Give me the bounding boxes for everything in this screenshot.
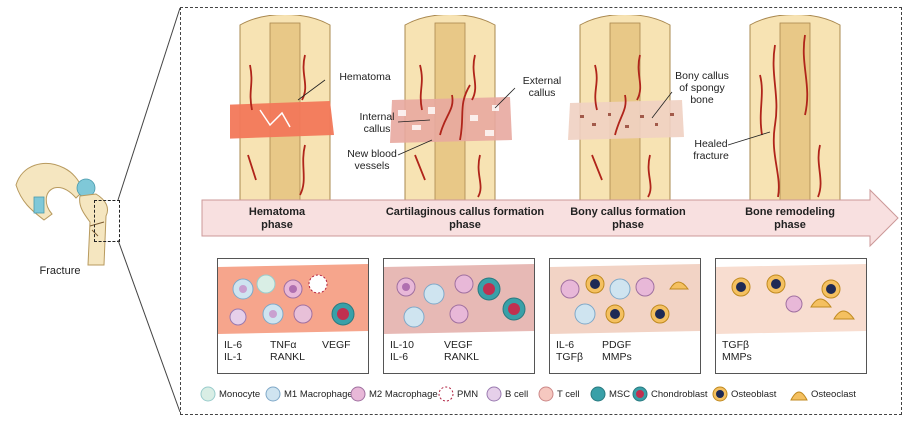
osteoclast-icon [790,391,808,401]
m1-macrophage-icon [265,386,281,402]
monocyte-icon [200,386,216,402]
new-blood-vessels-label: New blood vessels [347,148,397,172]
cytokine-il10: IL-10 [390,339,414,351]
hematoma-label: Hematoma [339,71,391,83]
cytokine-tgfb: TGFβ [722,339,750,351]
cytokine-il6: IL-6 [224,339,243,351]
cytokine-mmps: MMPs [602,351,632,363]
osteoblast-icon [712,386,728,402]
internal-callus-label: Internal callus [359,111,395,135]
bone-stages [230,15,841,200]
healed-fracture-label: Healed fracture [693,138,729,162]
cytokine-il6: IL-6 [390,351,409,363]
legend-b-cell: B cell [486,386,528,402]
external-callus-label: External callus [522,75,562,99]
cytokine-tgfb: TGFβ [556,351,584,363]
b-cell-icon [486,386,502,402]
chondroblast-icon [632,386,648,402]
m2-macrophage-icon [350,386,366,402]
pmn-icon [438,386,454,402]
legend-t-cell: T cell [538,386,580,402]
cytokine-pdgf: PDGF [602,339,632,351]
legend-m1-macrophage: M1 Macrophage [265,386,353,402]
cytokine-rankl: RANKL [270,351,306,363]
cytokine-vegf: VEGF [322,339,351,351]
cytokine-rankl: RANKL [444,351,480,363]
phase-timeline-arrow [201,188,899,248]
detail-frame [180,7,902,415]
msc-icon [590,386,606,402]
cytokine-il1: IL-1 [224,351,243,363]
legend-osteoblast: Osteoblast [712,386,776,402]
legend-osteoclast: Osteoclast [790,386,856,402]
cytokine-vegf: VEGF [444,339,473,351]
bony-callus-label: Bony callus of spongy bone [675,70,729,106]
hip-joint-illustration [15,163,109,266]
legend-msc: MSC [590,386,630,402]
legend-chondroblast: Chondroblast [632,386,708,402]
cytokine-il6: IL-6 [556,339,575,351]
cytokine-tnfa: TNFα [270,339,297,351]
t-cell-icon [538,386,554,402]
legend-monocyte: Monocyte [200,386,260,402]
cytokine-mmps: MMPs [722,351,752,363]
legend-m2-macrophage: M2 Macrophage [350,386,438,402]
fracture-label: Fracture [39,265,81,277]
legend-pmn: PMN [438,386,478,402]
fracture-highlight-box [94,200,120,242]
